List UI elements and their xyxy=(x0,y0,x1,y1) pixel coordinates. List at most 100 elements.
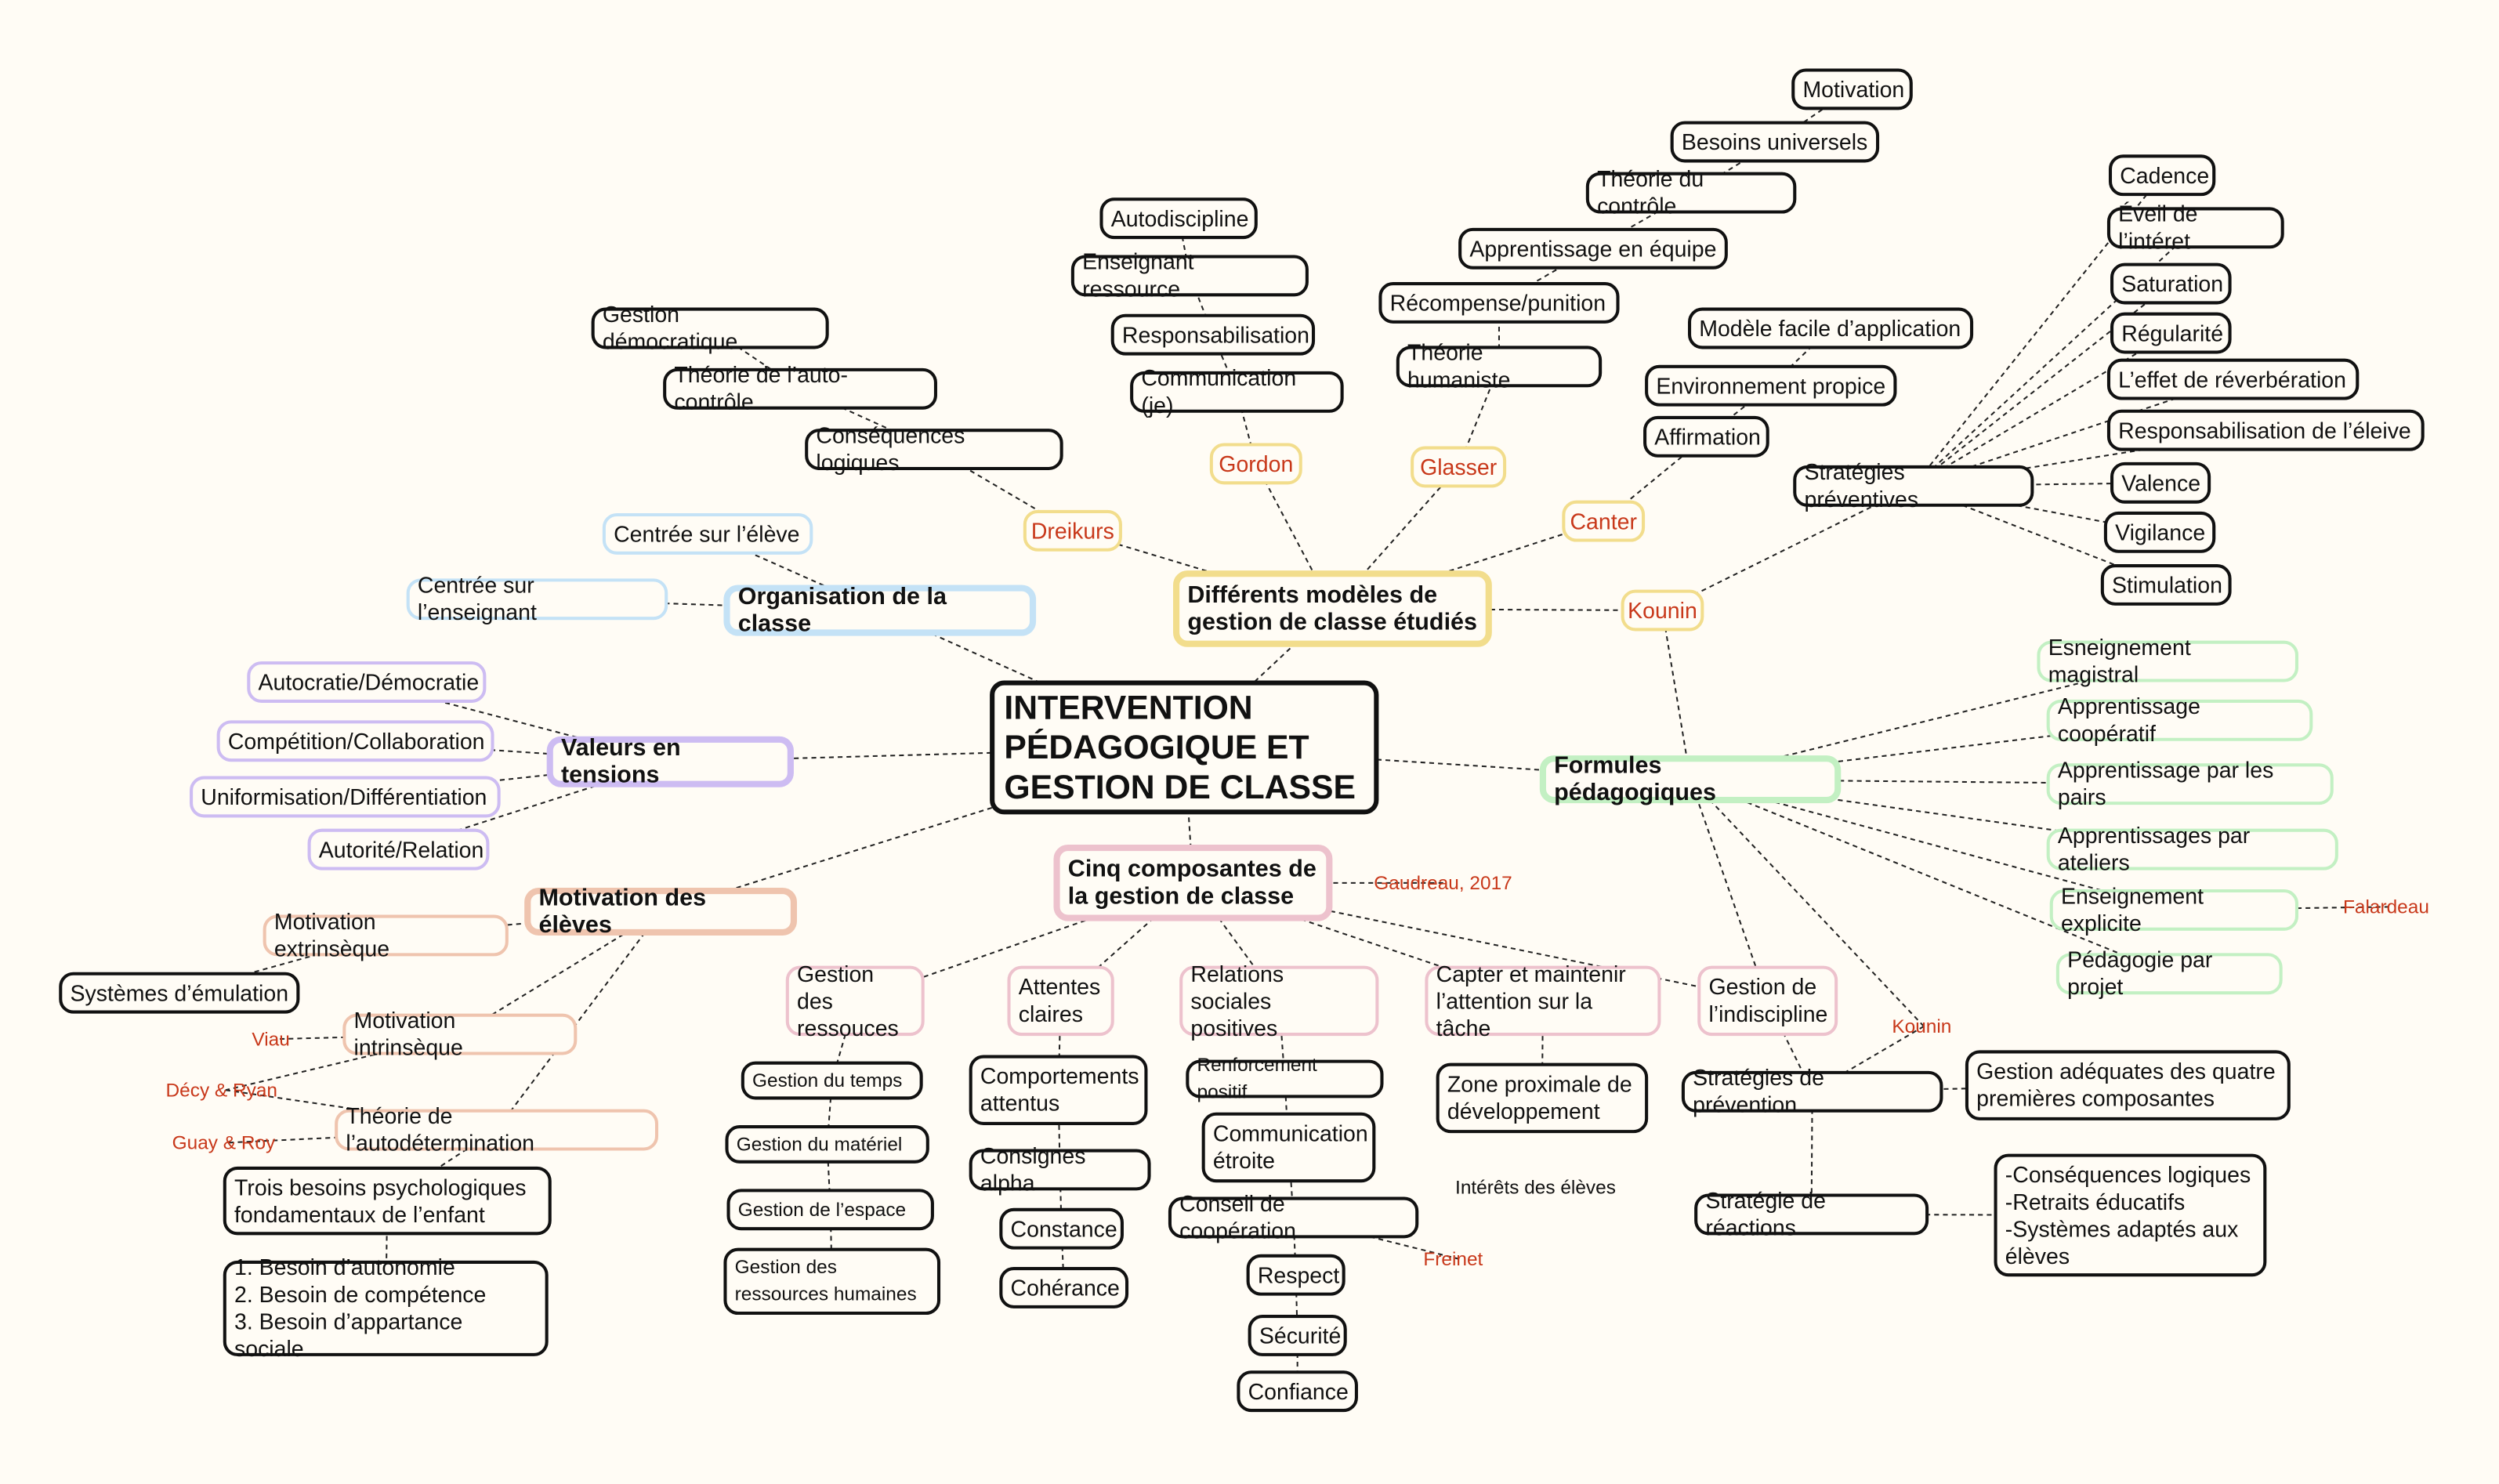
mind-map-node-respect[interactable]: Respect xyxy=(1246,1254,1345,1296)
mind-map-node-comm-je[interactable]: Communication (je) xyxy=(1130,365,1344,418)
connector-strat_pv-vigil xyxy=(1913,485,2160,534)
mind-map-node-besoins[interactable]: 1. Besoin d’autonomie 2. Besoin de compé… xyxy=(223,1254,549,1361)
mind-map-node-strat-pv[interactable]: Stratégies préventives xyxy=(1793,459,2034,512)
mind-map-node-cons[interactable]: Consignes alpha xyxy=(969,1142,1151,1196)
reference-label-falard: Falardeau xyxy=(2342,895,2429,918)
mind-map-node-secu[interactable]: Sécurité xyxy=(1248,1315,1347,1356)
mind-map-node-gmat[interactable]: Gestion du matériel xyxy=(725,1125,929,1164)
connector-kounin2-formules xyxy=(1690,778,1925,1027)
mind-map-node-auto[interactable]: Autocratie/Démocratie xyxy=(247,661,487,703)
mind-map-node-motiv[interactable]: Motivation des élèves xyxy=(524,885,797,939)
connector-bes_univ-motivation xyxy=(1774,89,1853,143)
central-topic[interactable]: INTERVENTION PÉDAGOGIQUE ET GESTION DE C… xyxy=(990,680,1379,815)
mind-map-node-strat-reac[interactable]: Stratégie de réactions xyxy=(1694,1187,1929,1240)
mind-map-node-autor[interactable]: Autorité/Relation xyxy=(307,828,490,870)
connector-cons_log-theo_ac xyxy=(799,388,935,451)
mind-map-node-capt[interactable]: Capter et maintenir l’attention sur la t… xyxy=(1425,960,1661,1040)
mind-map-node-formules[interactable]: Formules pédagogiques xyxy=(1539,752,1842,806)
mind-map-node-cons-log[interactable]: Conséquences logiques xyxy=(805,422,1063,475)
mind-map-node-const[interactable]: Constance xyxy=(999,1207,1124,1250)
mind-map-node-zone[interactable]: Zone proximale de développement xyxy=(1436,1062,1649,1134)
reference-label-viau: Viau xyxy=(252,1026,290,1050)
mind-map-node-f6[interactable]: Pédagogie par projet xyxy=(2055,947,2283,999)
connector-motiv-tad xyxy=(495,910,661,1131)
connector-kounin-strat_pv xyxy=(1662,485,1914,611)
mind-map-node-conseil[interactable]: Conseil de coopération xyxy=(1168,1190,1419,1243)
mind-map-node-theo-ac[interactable]: Théorie de l’auto-contrôle xyxy=(663,362,937,414)
mind-map-node-respons[interactable]: Responsabilisation xyxy=(1110,313,1316,356)
mind-map-node-trois[interactable]: Trois besoins psychologiques fondamentau… xyxy=(223,1166,552,1236)
mind-map-node-comp[interactable]: Comportements attentus xyxy=(969,1055,1148,1126)
mind-map-node-cadence[interactable]: Cadence xyxy=(2108,154,2216,197)
mind-map-node-resp-el[interactable]: Responsabilisation de l’éleive xyxy=(2106,409,2425,451)
mind-map-node-gestion-ad[interactable]: Gestion adéquates des quatre premières c… xyxy=(1965,1050,2291,1120)
mind-map-node-sys[interactable]: Systèmes d’émulation xyxy=(59,972,300,1014)
mind-map-node-renf[interactable]: Renforcement positif xyxy=(1186,1053,1384,1103)
mind-map-node-mext[interactable]: Motivation extrinsèque xyxy=(263,908,509,961)
mind-map-node-gtemps[interactable]: Gestion du temps xyxy=(741,1061,923,1100)
mind-map-node-valence[interactable]: Valence xyxy=(2110,461,2211,504)
mind-map-node-valeurs[interactable]: Valeurs en tensions xyxy=(546,735,794,789)
mind-map-node-ens-res[interactable]: Enseignant ressource xyxy=(1070,248,1309,301)
mind-map-node-strat-prev[interactable]: Stratégies de prévention xyxy=(1681,1065,1943,1117)
reference-label-kounin2: Kounin xyxy=(1892,1014,1952,1037)
mind-map-node-f1[interactable]: Esneignement magistral xyxy=(2037,635,2299,687)
mind-map-node-gesp[interactable]: Gestion de l’espace xyxy=(726,1189,934,1231)
mind-map-node-f5[interactable]: Enseignement explicite xyxy=(2049,883,2299,936)
mind-map-node-c-eleve[interactable]: Centrée sur l’élève xyxy=(602,512,813,555)
mind-map-node-appr-eq[interactable]: Apprentissage en équipe xyxy=(1458,227,1728,270)
mind-map-node-org[interactable]: Organisation de la classe xyxy=(723,583,1037,638)
connector-formules-f6 xyxy=(1690,778,2170,975)
mind-map-node-kounin[interactable]: Kounin xyxy=(1621,589,1704,632)
connector-strat_pv-resp_el xyxy=(1913,429,2266,487)
mind-map-node-cons-list[interactable]: -Conséquences logiques -Retraits éducati… xyxy=(1994,1153,2267,1277)
mind-map-node-rel[interactable]: Relations sociales positives xyxy=(1179,960,1379,1040)
reference-label-decy: Décy & Ryan xyxy=(165,1078,277,1101)
mind-map-node-bes-univ[interactable]: Besoins universels xyxy=(1670,121,1880,163)
connector-kounin-formules xyxy=(1661,610,1692,780)
mind-map-node-vigil[interactable]: Vigilance xyxy=(2103,511,2216,553)
mind-map-node-coher[interactable]: Cohérance xyxy=(999,1267,1129,1308)
mind-map-node-f4[interactable]: Apprentissages par ateliers xyxy=(2046,823,2338,875)
mind-map-node-comm[interactable]: Communication étroite xyxy=(1201,1112,1376,1183)
mind-map-node-c-ens[interactable]: Centrée sur l’enseignant xyxy=(406,572,668,624)
mind-map-node-stimul[interactable]: Stimulation xyxy=(2100,564,2232,606)
mind-map-node-gr[interactable]: Gestion des ressouces xyxy=(785,960,925,1040)
mind-map-node-recomp[interactable]: Récompense/punition xyxy=(1378,282,1620,324)
reference-label-gaud: Gaudreau, 2017 xyxy=(1374,870,1512,894)
mind-map-node-confi[interactable]: Confiance xyxy=(1237,1370,1358,1413)
mind-map-node-autod[interactable]: Autodiscipline xyxy=(1099,197,1258,240)
mind-map-node-dreikurs[interactable]: Dreikurs xyxy=(1023,509,1122,552)
mind-map-node-gordon[interactable]: Gordon xyxy=(1209,443,1302,485)
mind-map-node-compet[interactable]: Compétition/Collaboration xyxy=(216,720,494,762)
mind-map-node-f3[interactable]: Apprentissage par les pairs xyxy=(2046,757,2334,809)
mind-map-node-interets: Intérêts des élèves xyxy=(1455,1175,1616,1198)
mind-map-node-theo-ctrl[interactable]: Théorie du contrôle xyxy=(1585,166,1797,219)
connector-cinq-rel xyxy=(1192,882,1280,1001)
mind-map-node-reverb[interactable]: L’effet de réverbération xyxy=(2106,358,2360,400)
mind-map-node-modeles[interactable]: Différents modèles de gestion de classe … xyxy=(1173,570,1492,647)
connector-formules-gind xyxy=(1690,779,1769,1001)
mind-map-node-unif[interactable]: Uniformisation/Différentiation xyxy=(190,776,501,818)
mind-map-node-motivation[interactable]: Motivation xyxy=(1791,68,1913,110)
mind-map-node-tad[interactable]: Théorie de l’autodétermination xyxy=(335,1103,659,1156)
mind-map-node-ghum[interactable]: Gestion des ressources humaines xyxy=(723,1247,941,1316)
mind-map-node-glasser[interactable]: Glasser xyxy=(1411,446,1507,488)
mind-map-node-att[interactable]: Attentes claires xyxy=(1007,965,1114,1037)
mind-map-node-theo-hum[interactable]: Théorie humaniste xyxy=(1396,339,1603,392)
mind-map-node-affirm[interactable]: Affirmation xyxy=(1643,415,1769,458)
mind-map-node-gest-dem[interactable]: Gestion démocratique xyxy=(591,301,829,354)
reference-label-freinet: Freinet xyxy=(1423,1247,1483,1270)
mind-map-node-mod-fac[interactable]: Modèle facile d’application xyxy=(1688,307,1974,349)
mind-map-node-f2[interactable]: Apprentissage coopératif xyxy=(2046,693,2313,746)
mind-map-node-mint[interactable]: Motivation intrinsèque xyxy=(342,1007,578,1060)
mind-map-node-cinq[interactable]: Cinq composantes de la gestion de classe xyxy=(1053,845,1333,921)
mind-map-node-satur[interactable]: Saturation xyxy=(2110,262,2232,305)
mind-map-node-gind[interactable]: Gestion de l’indiscipline xyxy=(1697,965,1838,1037)
mind-map-node-canter[interactable]: Canter xyxy=(1562,500,1646,542)
connector-modeles-glasser xyxy=(1331,466,1459,610)
mind-map-node-regul[interactable]: Régularité xyxy=(2110,312,2232,354)
mind-map-node-eveil[interactable]: Éveil de l’intéret xyxy=(2106,201,2284,253)
mind-map-node-env[interactable]: Environnement propice xyxy=(1645,364,1897,407)
